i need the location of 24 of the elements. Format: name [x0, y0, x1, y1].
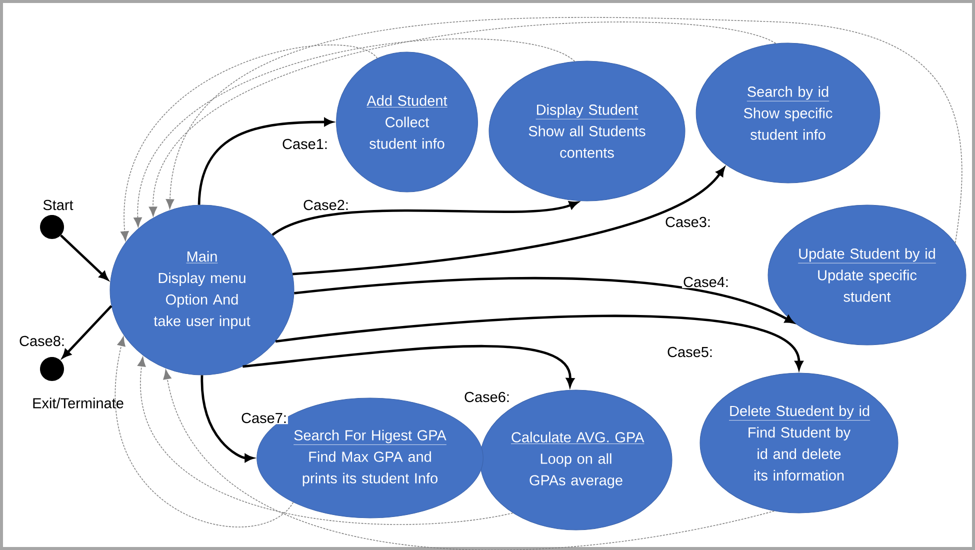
edge-label: Case4: — [682, 276, 730, 288]
edge-label: Case3: — [664, 216, 712, 228]
edge-label: Case8: — [18, 334, 66, 348]
edge-label: Case5: — [666, 346, 714, 358]
arrow — [292, 167, 725, 276]
edge-label: Case2: — [302, 198, 350, 212]
arrow — [134, 38, 576, 228]
arrow — [120, 44, 378, 242]
arrow — [148, 22, 776, 217]
edge-label: Case1: — [281, 138, 329, 150]
edge-label: Case7: — [240, 412, 288, 424]
arrow — [166, 17, 962, 244]
state-label: Start — [43, 200, 74, 210]
arrow — [163, 369, 775, 550]
arrow — [62, 305, 112, 358]
arrow — [115, 336, 294, 528]
arrow — [242, 345, 574, 387]
arrow — [272, 201, 578, 236]
arrow — [137, 356, 514, 525]
arrow — [198, 118, 333, 205]
arrow — [60, 234, 108, 280]
state-label: Exit/Terminate — [33, 398, 124, 408]
arrow — [294, 276, 794, 324]
arrow — [200, 375, 254, 462]
